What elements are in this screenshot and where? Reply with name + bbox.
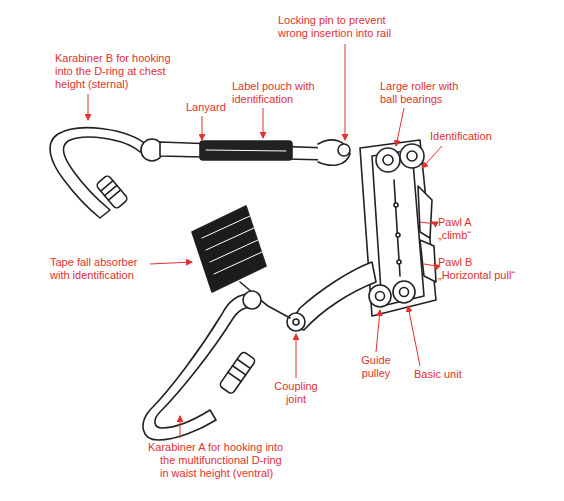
part-label: Pawl A „climb“ xyxy=(438,216,483,242)
leader-line xyxy=(422,146,442,168)
roller xyxy=(376,148,400,172)
pawl-a xyxy=(418,186,432,238)
leader-line xyxy=(296,334,297,378)
locking-pin xyxy=(338,144,350,156)
part-label: Coupling joint xyxy=(271,380,321,406)
part-label: Guide pulley xyxy=(356,354,396,380)
basic-unit-plate xyxy=(360,140,436,316)
part-label: Karabiner B for hooking into the D-ring … xyxy=(55,52,175,91)
leader-line xyxy=(202,116,203,140)
part-label: Tape fall absorber with identification xyxy=(50,256,146,282)
part-label: Locking pin to prevent wrong insertion i… xyxy=(278,14,398,40)
leader-line xyxy=(376,310,380,352)
part-label: Large roller with ball bearings xyxy=(380,80,468,106)
part-label: Lanyard xyxy=(186,101,226,114)
label-pouch xyxy=(200,141,292,160)
pawl-b xyxy=(420,240,436,282)
coupling-joint xyxy=(287,313,305,331)
guide-pulley xyxy=(369,285,391,307)
karabiner-a-gate xyxy=(219,351,256,395)
part-label: Label pouch with identification xyxy=(232,80,324,106)
absorber-strap xyxy=(240,282,290,318)
part-label: Karabiner A for hooking into the multifu… xyxy=(148,441,286,480)
part-label: Pawl B „Horizontal pull“ xyxy=(438,256,520,282)
fall-absorber xyxy=(192,206,266,292)
coupling-bracket xyxy=(288,262,376,330)
lanyard-loop xyxy=(318,140,350,165)
guide-pulley xyxy=(393,281,415,303)
karabiner-a xyxy=(143,294,258,440)
leader-line xyxy=(345,44,346,140)
leader-line xyxy=(408,306,420,366)
lanyard-band xyxy=(160,142,328,160)
part-label: Basic unit xyxy=(414,368,462,381)
karabiner-b-gate xyxy=(96,175,129,210)
basic-unit-body xyxy=(372,150,424,306)
leader-line xyxy=(88,94,89,120)
leader-line xyxy=(396,108,404,146)
roller xyxy=(400,144,424,168)
karabiner-b xyxy=(50,128,148,218)
leader-line xyxy=(150,262,192,264)
part-label: Identification xyxy=(430,130,492,143)
leader-line xyxy=(180,416,181,438)
leader-line xyxy=(263,108,264,138)
